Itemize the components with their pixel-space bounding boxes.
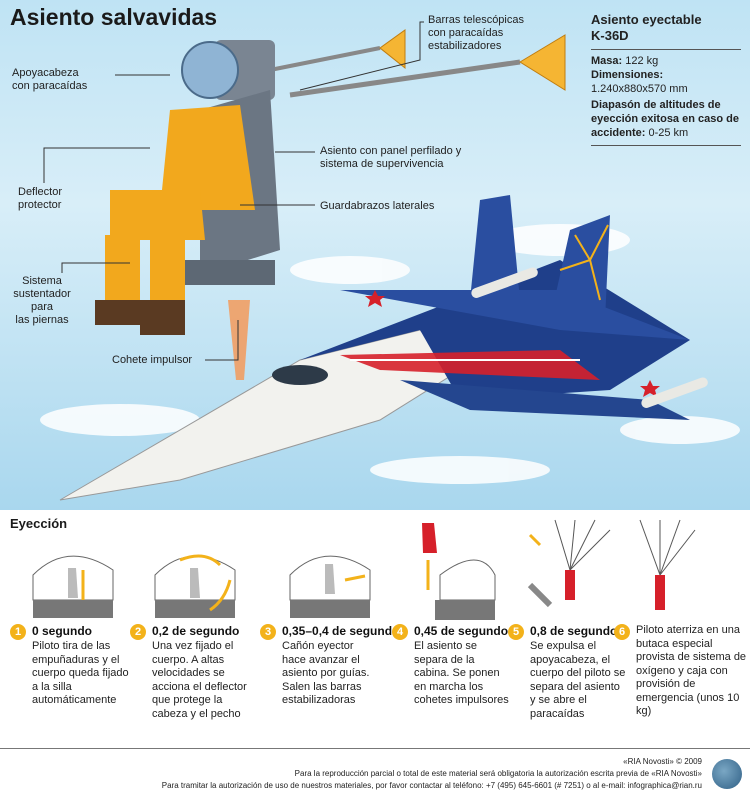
step-3-pictogram [289,555,371,618]
spec-label: Dimensiones: [591,69,664,81]
step-description: Piloto aterriza en una butaca especial p… [636,624,747,717]
step-number: 5 [508,624,524,640]
pilot [95,41,255,335]
rocket-exhaust [228,300,250,380]
step-number: 2 [130,624,146,640]
step-time: 0,2 de segundo [152,624,240,638]
step-5-pictogram [527,519,611,608]
step-description: Piloto tira de las empuñaduras y el cuer… [32,640,129,706]
callout-line: sustentador [13,288,71,300]
callout-barras: Barras telescópicas con paracaídas estab… [428,14,524,53]
hero-illustration: Asiento salvavidas Apoyacabeza con parac… [0,0,750,510]
callout-line: con paracaídas [12,80,88,92]
spec-alt: Diapasón de altitudes de eyección exitos… [591,98,741,140]
callout-panel: Asiento con panel perfilado y sistema de… [320,145,461,171]
spec-dim: Dimensiones: [591,68,741,82]
copyright: «RIA Novosti» © 2009 [623,757,702,766]
callout-apoyacabeza: Apoyacabeza con paracaídas [12,67,87,93]
divider [591,49,741,50]
step-time: 0 segundo [32,624,93,638]
step-4-pictogram [422,523,496,620]
callout-line: sistema de supervivencia [320,158,444,170]
step-1-pictogram [32,555,114,618]
spec-masa: Masa: 122 kg [591,54,741,68]
step-number: 1 [10,624,26,640]
callout-line: para [30,301,54,313]
footer-line: Para la reproducción parcial o total de … [294,769,702,778]
callout-line: Sistema [22,275,62,287]
callout-cohete: Cohete impulsor [112,354,193,366]
step-2-pictogram [154,554,236,618]
spec-label: Masa: [591,55,623,67]
callout-deflector: Deflector protector [18,186,62,212]
callout-line: estabilizadores [428,40,502,52]
callout-line: Asiento con panel perfilado y [320,145,462,157]
ejection-seat-illustration [43,21,708,501]
callout-line: con paracaídas [428,27,504,39]
jet-aircraft [59,195,708,501]
footer-line: Para tramitar la autorización de uso de … [161,781,702,790]
divider [591,145,741,146]
step-time: 0,8 de segundo [530,624,618,638]
stabilizing-parachutes [269,29,566,98]
step-time: 0,45 de segundo [414,624,509,638]
callout-sistema: Sistema sustentador para las piernas [12,275,72,327]
step-description: Cañón eyector hace avanzar el asiento po… [282,640,370,706]
step-number: 6 [614,624,630,640]
spec-label: Diapasón de altitudes de eyección exitos… [591,99,739,139]
step-description: El asiento se separa de la cabina. Se po… [414,640,509,706]
ejection-sequence: Eyección 1 0 segundo Piloto tira de las … [0,510,750,750]
spec-value: 122 kg [625,55,659,67]
step-6-pictogram [639,519,696,610]
leader-lines [43,21,424,361]
step-time: 0,35–0,4 de segundo [282,624,400,638]
specs-panel: Asiento eyectable K-36D Masa: 122 kg Dim… [591,12,741,150]
sequence-title: Eyección [10,516,68,531]
spec-value: 1.240x880x570 mm [591,83,688,95]
specs-title: Asiento eyectable [591,12,702,27]
specs-model: K-36D [591,28,629,43]
callout-guardabrazos: Guardabrazos laterales [320,200,435,212]
spec-value: 0-25 km [648,127,689,139]
step-description: Se expulsa el apoyacabeza, el cuerpo del… [530,640,626,720]
callout-line: Barras telescópicas [428,14,524,26]
step-description: Una vez fijado el cuerpo. A altas veloci… [152,640,247,720]
callout-line: protector [18,199,62,211]
callout-line: las piernas [15,314,69,326]
callout-line: Deflector [18,186,63,198]
step-number: 3 [260,624,276,640]
footer: «RIA Novosti» © 2009 Para la reproducció… [0,748,750,797]
ria-novosti-logo [712,759,742,789]
step-number: 4 [392,624,408,640]
callout-line: Apoyacabeza [12,67,79,79]
page-title: Asiento salvavidas [10,4,218,30]
